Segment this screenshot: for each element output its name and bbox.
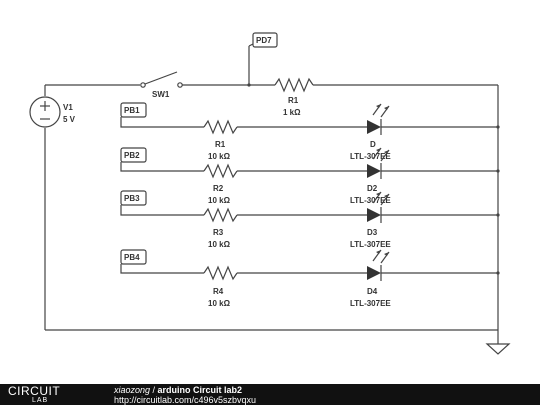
footer-bar: CIRCUIT LAB xiaozong / arduino Circuit l…: [0, 384, 540, 405]
row-2-led-part: LTL-307EE: [350, 196, 391, 205]
source-name: V1: [63, 103, 73, 112]
source-value: 5 V: [63, 115, 76, 124]
led-row-2: [120, 147, 500, 179]
voltage-source-v1: [29, 96, 61, 128]
top-resistor-name: R1: [288, 96, 299, 105]
led-row-3: [120, 190, 500, 223]
row-3-led-part: LTL-307EE: [350, 240, 391, 249]
row-1-led-part: LTL-307EE: [350, 152, 391, 161]
row-2-resistor-name: R2: [213, 184, 224, 193]
row-4-resistance: 10 kΩ: [208, 299, 231, 308]
row-3-resistance: 10 kΩ: [208, 240, 231, 249]
led-row-1: [120, 102, 500, 135]
top-resistor-value: 1 kΩ: [283, 108, 301, 117]
circuit-title[interactable]: arduino Circuit lab2: [157, 385, 243, 395]
junction-dot: [247, 83, 251, 87]
row-3-resistor-name: R3: [213, 228, 224, 237]
row-1-resistance: 10 kΩ: [208, 152, 231, 161]
pin-tag-pointer: [248, 43, 254, 47]
row-4-resistor-name: R4: [213, 287, 224, 296]
author-link[interactable]: xiaozong: [114, 385, 151, 395]
title-separator: /: [150, 385, 158, 395]
pin-tag-pb3: PB3: [124, 194, 140, 203]
resistor-top: [274, 77, 314, 93]
circuitlab-logo: CIRCUIT LAB: [8, 385, 98, 404]
circuit-schematic: V1 5 V SW1 PD7 R1 1 kΩ PB1 R1 10 kΩ D LT…: [29, 32, 511, 355]
row-4-led-name: D4: [367, 287, 378, 296]
circuit-meta: xiaozong / arduino Circuit lab2 http://c…: [114, 385, 256, 405]
pin-tag-pd7: PD7: [256, 36, 272, 45]
pin-tag-pb4: PB4: [124, 253, 140, 262]
row-3-led-name: D3: [367, 228, 378, 237]
switch-name: SW1: [152, 90, 170, 99]
row-2-led-name: D2: [367, 184, 378, 193]
pin-tag-box: [252, 32, 278, 48]
row-1-led-name: D: [370, 140, 376, 149]
pin-tag-pb1: PB1: [124, 106, 140, 115]
switch-sw1: [140, 71, 183, 88]
circuit-url[interactable]: http://circuitlab.com/c496v5szbvqxu: [114, 395, 257, 405]
row-2-resistance: 10 kΩ: [208, 196, 231, 205]
pin-tag-pb2: PB2: [124, 151, 140, 160]
row-1-resistor-name: R1: [215, 140, 226, 149]
logo-bottom-text: LAB: [32, 397, 49, 404]
row-4-led-part: LTL-307EE: [350, 299, 391, 308]
led-row-4: [120, 249, 500, 281]
ground-icon: [485, 343, 511, 355]
logo-top-text: CIRCUIT: [8, 384, 61, 398]
